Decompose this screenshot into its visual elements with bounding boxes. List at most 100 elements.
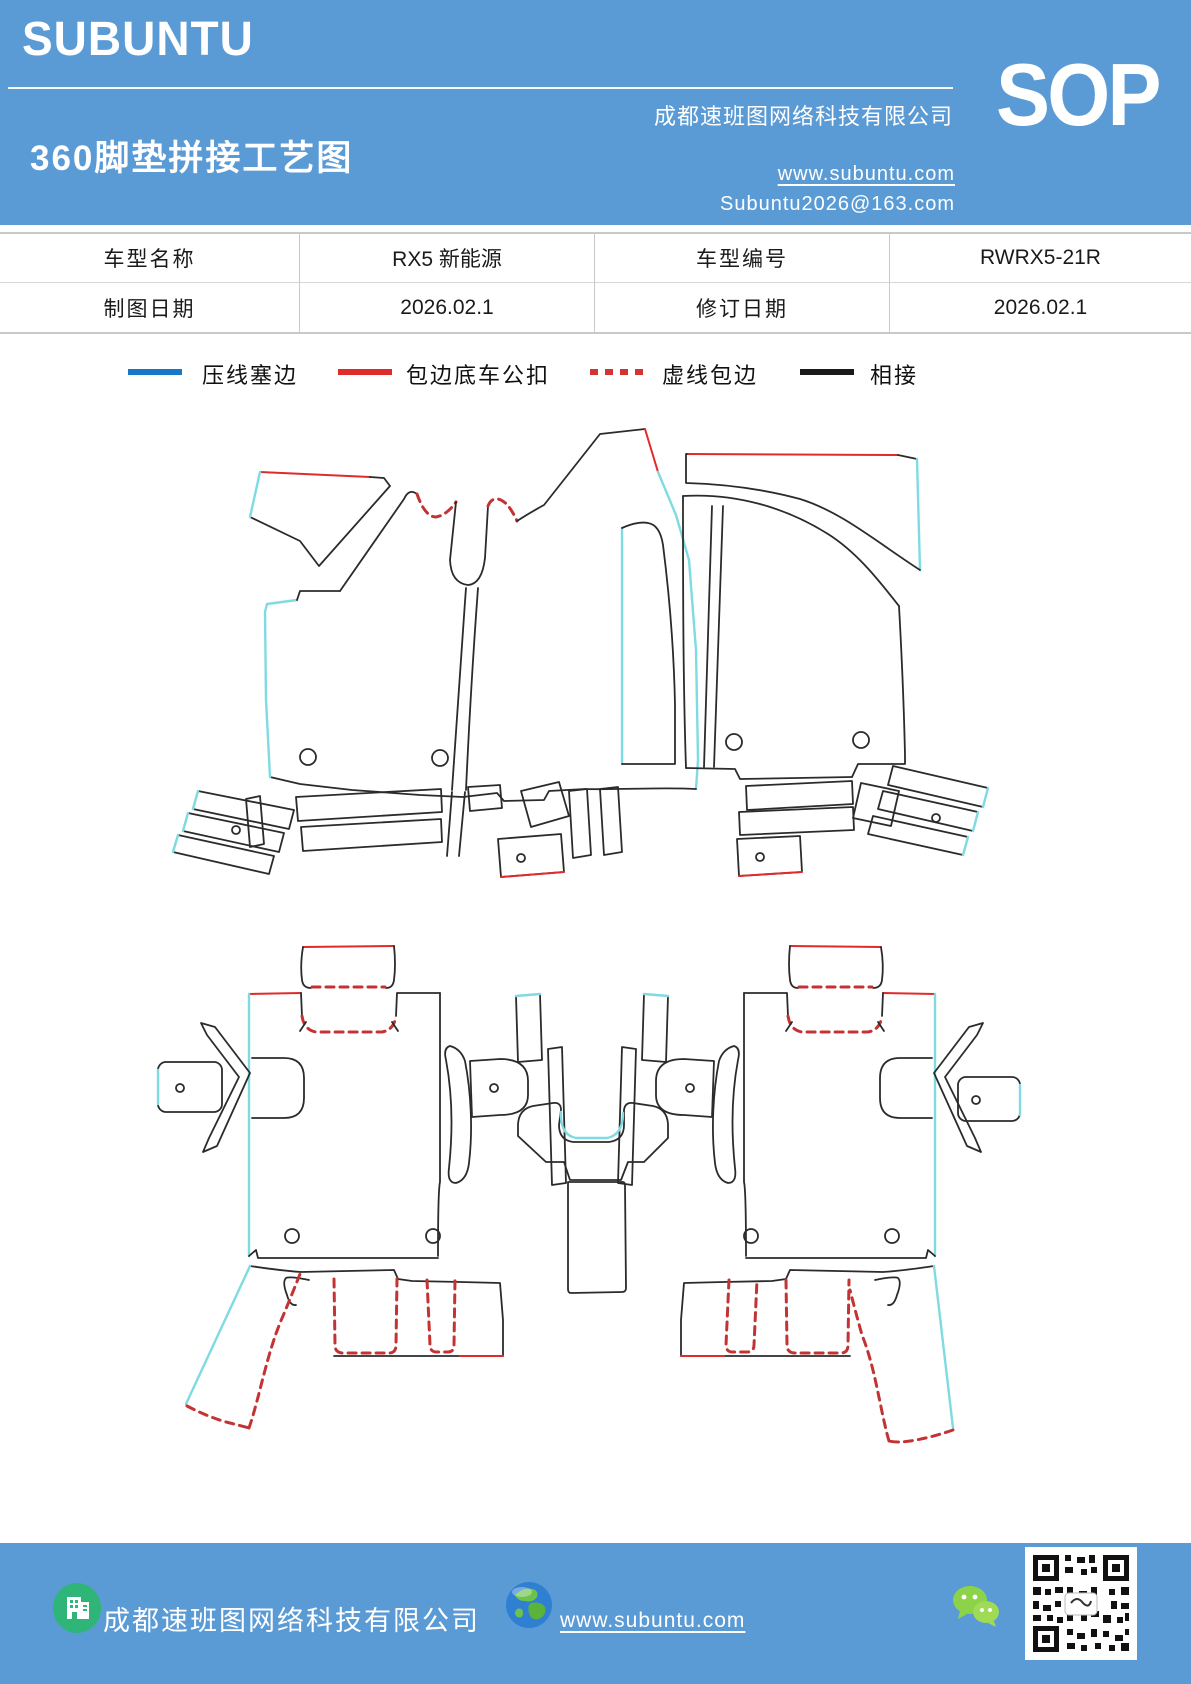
center-tunnel-piece — [517, 1101, 669, 1294]
sub-piece — [736, 835, 803, 877]
left-edge — [743, 992, 747, 1257]
legend-swatch-bead-edge — [338, 369, 392, 375]
footer-company-name: 成都速班图网络科技有限公司 — [103, 1606, 480, 1636]
small-hole — [231, 825, 241, 835]
header-website-link[interactable]: www.subuntu.com — [777, 163, 955, 185]
diamond-piece — [520, 781, 570, 828]
doc-type-label: SOP — [996, 45, 1161, 144]
edge-strip — [599, 786, 623, 856]
body-right-edge — [851, 605, 906, 778]
small-strip — [245, 795, 265, 848]
fixing-hole — [431, 749, 449, 767]
round-tab — [469, 1058, 529, 1118]
table-label-model-name: 车型名称 — [0, 234, 300, 283]
cross-bar — [738, 806, 855, 836]
footer: 成都速班图网络科技有限公司 www.subuntu.com — [0, 1543, 1191, 1684]
interior-channel — [703, 505, 724, 768]
diamond-piece — [852, 782, 900, 827]
leg-dashed-side — [247, 1272, 302, 1430]
cross-bar — [300, 818, 443, 852]
body-bottom-edge — [685, 767, 853, 780]
leg-cyan-edge — [932, 1264, 955, 1430]
extension-outline — [249, 1265, 504, 1357]
legend-swatch-joint — [800, 369, 854, 375]
qr-code — [1025, 1547, 1137, 1660]
rear-right-mat-piece — [617, 945, 1022, 1444]
wechat-icon — [953, 1586, 999, 1627]
legend-swatch-press-line — [128, 369, 182, 375]
small-hole — [516, 853, 526, 863]
rear-left-mat-piece — [156, 945, 567, 1430]
wing-band — [877, 790, 979, 832]
legend-label-press-line: 压线塞边 — [202, 363, 299, 388]
edge-round-tab — [879, 1057, 933, 1119]
small-hole — [489, 1083, 499, 1093]
table-label-revise-date: 修订日期 — [595, 283, 890, 332]
front-right-mat-piece — [599, 453, 990, 877]
fixing-hole — [284, 1228, 300, 1244]
narrow-strip-cyan — [514, 992, 542, 998]
header-divider — [8, 87, 953, 89]
small-hole — [971, 1095, 981, 1105]
header: SUBUNTU 成都速班图网络科技有限公司 SOP 360脚垫拼接工艺图 www… — [0, 0, 1191, 225]
fork-dashed-right — [486, 497, 519, 523]
sub-piece-red-edge — [738, 871, 803, 877]
top-left-step — [296, 590, 341, 601]
top-edge — [300, 992, 441, 1017]
tick-marks — [785, 1021, 885, 1032]
left-cyan-edge — [263, 598, 299, 779]
leg-cyan-edge — [184, 1264, 252, 1406]
tab-red-edge — [302, 945, 395, 948]
small-hole — [175, 1083, 185, 1093]
header-company-name: 成都速班图网络科技有限公司 — [653, 104, 953, 129]
extension-dashed-u1 — [332, 1277, 399, 1355]
tunnel-rect — [567, 1181, 627, 1294]
long-strip — [547, 1046, 567, 1186]
fixing-hole — [425, 1228, 441, 1244]
table-value-draw-date: 2026.02.1 — [300, 283, 595, 332]
flap-outline — [685, 453, 921, 571]
fixing-hole — [743, 1228, 759, 1244]
page-title: 360脚垫拼接工艺图 — [30, 139, 354, 178]
legend-label-joint: 相接 — [870, 363, 919, 388]
cross-bar — [467, 784, 503, 812]
legend-label-dashed-wrap: 虚线包边 — [662, 363, 759, 388]
small-hole — [755, 852, 765, 862]
footer-website-link[interactable]: www.subuntu.com — [560, 1609, 746, 1632]
wing-band — [192, 790, 295, 830]
sub-piece-red-edge — [500, 871, 565, 878]
bottom-edge — [745, 1249, 936, 1259]
fixing-hole — [884, 1228, 900, 1244]
body-left-prong — [339, 490, 418, 592]
extension-outline — [680, 1265, 935, 1357]
flag-cyan-edge — [248, 470, 262, 519]
extension-dashed-u2 — [425, 1278, 457, 1354]
extension-dashed-u1 — [724, 1278, 759, 1354]
extension-dashed-u2 — [784, 1278, 851, 1355]
side-tab — [157, 1061, 223, 1113]
flap-cyan-edge — [915, 457, 922, 572]
line-type-legend: 压线塞边 包边底车公扣 虚线包边 相接 — [0, 356, 1191, 390]
hook-cut — [283, 1276, 310, 1306]
table-value-revise-date: 2026.02.1 — [993, 295, 1088, 319]
top-dashed-u — [300, 1014, 398, 1034]
right-cyan-edge — [656, 470, 700, 791]
narrow-strip — [641, 993, 669, 1063]
hook-cut — [874, 1276, 901, 1306]
tab-red-edge — [789, 945, 882, 948]
wing-cyan-tips — [171, 789, 200, 854]
top-dashed-u — [786, 1014, 884, 1034]
chevron-wing — [200, 1022, 251, 1153]
bottom-edge — [269, 776, 697, 802]
flag-red-edge — [259, 471, 371, 478]
table-value-model-code: RWRX5-21R — [890, 234, 1191, 283]
legend-swatch-dashed-wrap — [590, 369, 648, 375]
cross-bar — [745, 780, 854, 811]
top-red-edge — [248, 992, 302, 995]
leg-dashed-side — [848, 1288, 891, 1443]
table-label-draw-date: 制图日期 — [0, 283, 300, 332]
narrow-strip — [515, 993, 543, 1063]
flag-outline — [249, 476, 391, 567]
